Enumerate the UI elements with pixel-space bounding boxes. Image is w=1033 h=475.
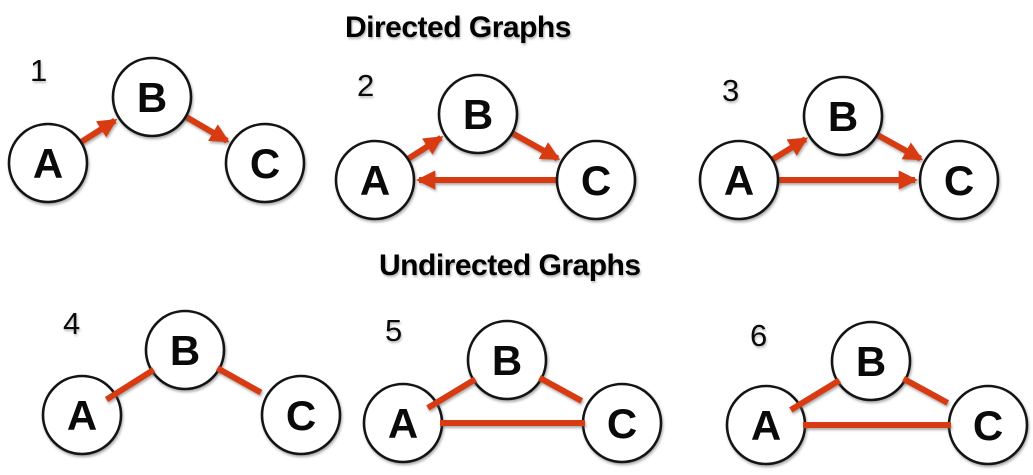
g4-node-C-label: C (286, 392, 316, 439)
graph-4: A B C (41, 309, 342, 456)
g1-node-C-circle (224, 122, 306, 204)
directed-graphs-title: Directed Graphs (345, 11, 571, 44)
g4-edge-BC (215, 365, 263, 396)
graph-1-number: 1 (30, 53, 48, 88)
g4-node-A-label: A (67, 392, 97, 439)
graph-6-number: 6 (750, 318, 768, 353)
g2-node-A-circle (334, 139, 416, 221)
graph-5-number: 5 (385, 313, 403, 348)
graph-1: A B C (7, 56, 306, 204)
g4-node-B-label: B (170, 327, 200, 374)
graph-6: A B C (725, 320, 1029, 466)
g2-node-C-circle (555, 139, 637, 221)
g5-node-B-label: B (492, 337, 522, 384)
g3-node-B-circle (802, 75, 884, 157)
graph-5: A B C (362, 319, 663, 464)
g4-node-C-circle (260, 374, 342, 456)
g4-edge-AB (104, 367, 156, 403)
g6-node-B-label: B (856, 338, 886, 385)
graph-2-number: 2 (357, 68, 375, 103)
g3-node-A-label: A (724, 157, 754, 204)
graph-3: A B C (698, 75, 1000, 221)
g5-node-B-circle (466, 319, 548, 401)
g1-node-A-circle (7, 122, 89, 204)
g1-node-C-label: C (250, 140, 280, 187)
g4-node-A-circle (41, 374, 123, 456)
g6-node-B-circle (830, 320, 912, 402)
graph-3-number: 3 (722, 73, 740, 108)
g5-node-A-label: A (388, 400, 418, 447)
g3-node-C-label: C (944, 157, 974, 204)
g4-node-B-circle (144, 309, 226, 391)
g3-node-A-circle (698, 139, 780, 221)
g6-node-C-label: C (973, 402, 1003, 449)
g2-node-C-label: C (581, 157, 611, 204)
g2-node-B-label: B (463, 91, 493, 138)
graph-2: A B C (334, 73, 637, 221)
g6-node-A-label: A (751, 402, 781, 449)
g2-node-A-label: A (360, 157, 390, 204)
g2-node-B-circle (437, 73, 519, 155)
g5-edge-BC (538, 375, 584, 404)
g1-node-A-label: A (33, 140, 63, 187)
undirected-graphs-title: Undirected Graphs (379, 249, 641, 282)
graph-4-number: 4 (63, 306, 81, 341)
g6-edge-BC (902, 376, 950, 406)
g3-node-B-label: B (828, 93, 858, 140)
g1-node-B-circle (111, 56, 193, 138)
g5-node-C-label: C (607, 400, 637, 447)
g5-edge-AB (426, 376, 477, 411)
g6-edge-AB (789, 377, 841, 413)
g3-node-C-circle (918, 139, 1000, 221)
g1-node-B-label: B (137, 74, 167, 121)
